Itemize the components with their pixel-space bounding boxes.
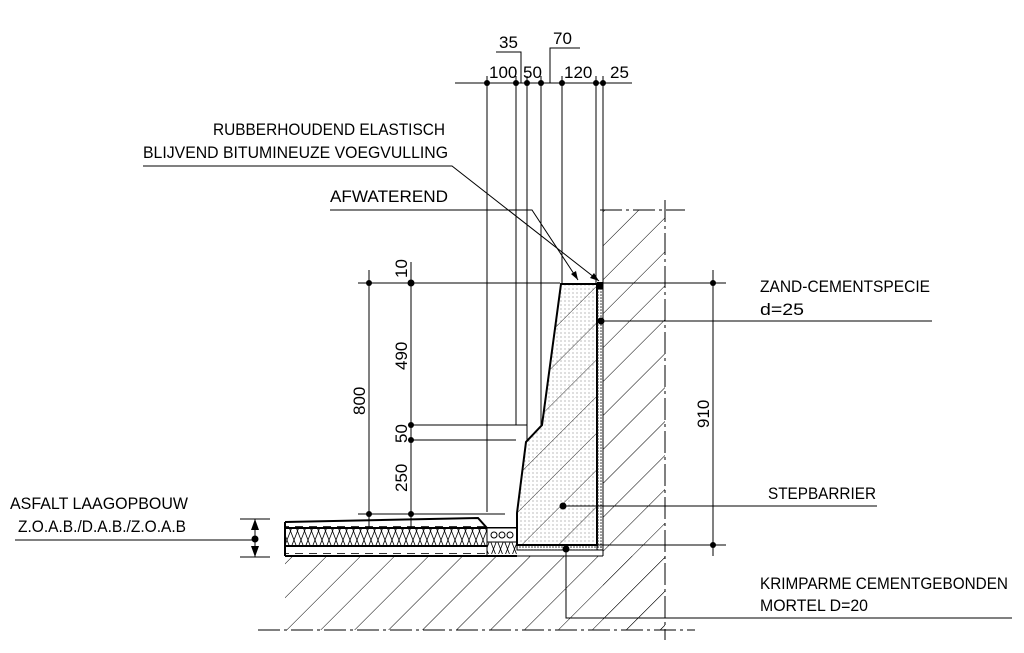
dim-50: 50 [523, 63, 542, 82]
dim-50-left: 50 [392, 424, 411, 443]
dim-490: 490 [392, 342, 411, 370]
drainage-label: AFWATEREND [330, 187, 448, 206]
asphalt-label-line1: ASFALT LAAGOPBOUW [10, 494, 188, 513]
base-label-line1: KRIMPARME CEMENTGEBONDEN [760, 574, 1008, 593]
base-mortar-callout: KRIMPARME CEMENTGEBONDEN MORTEL D=20 [562, 545, 1012, 619]
dim-25: 25 [610, 63, 629, 82]
joint-filling [597, 282, 603, 289]
barrier-callout: STEPBARRIER [559, 484, 877, 510]
joint-filling-callout: RUBBERHOUDEND ELASTISCH BLIJVEND BITUMIN… [143, 120, 600, 282]
existing-wall [258, 200, 695, 640]
left-dimension-chain: 10 490 50 250 800 [350, 259, 560, 527]
base-label-line2: MORTEL D=20 [760, 596, 868, 615]
asphalt-layers [284, 516, 518, 557]
dim-70: 70 [553, 29, 572, 48]
barrier-label: STEPBARRIER [768, 484, 876, 503]
mortar-label-line1: ZAND-CEMENTSPECIE [760, 277, 930, 296]
right-dimension: 910 [603, 270, 726, 556]
drain-block [486, 527, 518, 543]
dim-250: 250 [392, 464, 411, 492]
base-mortar-layer [516, 544, 604, 551]
dim-10: 10 [392, 259, 411, 278]
joint-label-line2: BLIJVEND BITUMINEUZE VOEGVULLING [143, 143, 448, 162]
dim-35: 35 [499, 33, 518, 52]
asphalt-label-line2: Z.O.A.B./D.A.B./Z.O.A.B [18, 517, 186, 536]
dim-120: 120 [564, 63, 592, 82]
mortar-label-line2: d=25 [760, 300, 804, 319]
step-barrier [516, 282, 604, 551]
dim-100: 100 [489, 63, 517, 82]
drainage-callout: AFWATEREND [330, 187, 579, 281]
dim-910: 910 [694, 400, 713, 428]
asphalt-callout: ASFALT LAAGOPBOUW Z.O.A.B./D.A.B./Z.O.A.… [10, 494, 270, 558]
dim-800: 800 [350, 387, 369, 415]
mortar-layer [596, 288, 604, 551]
top-dimension-chain: 100 50 120 25 35 70 [455, 29, 632, 512]
mortar-callout: ZAND-CEMENTSPECIE d=25 [597, 277, 932, 325]
joint-label-line1: RUBBERHOUDEND ELASTISCH [213, 120, 445, 139]
